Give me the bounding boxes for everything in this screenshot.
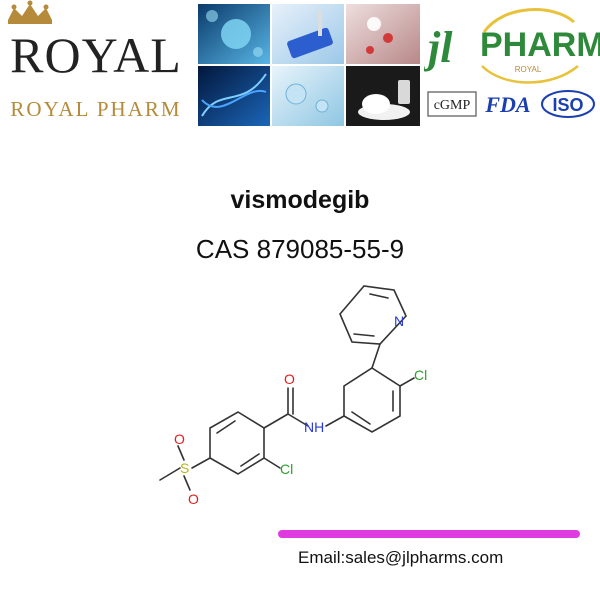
accent-bar xyxy=(278,530,580,538)
royal-brand: ROYAL xyxy=(10,27,182,83)
compound-name: vismodegib xyxy=(230,186,370,214)
royal-logo: ROYAL ROYAL PHARM xyxy=(8,0,182,121)
atom-s: S xyxy=(180,460,189,476)
atom-o-sulfonyl-bottom: O xyxy=(188,491,199,507)
atom-nh: NH xyxy=(304,419,324,435)
cgmp-badge: cGMP xyxy=(427,91,477,117)
virus-photo xyxy=(198,4,270,64)
test-tubes-photo xyxy=(272,4,344,64)
jl-brand-name: PHARM xyxy=(480,26,600,64)
jl-pharm-logo: jl PHARM ROYAL cGMP FDA ISO xyxy=(424,8,600,118)
contact-email: Email:sales@jlpharms.com xyxy=(298,548,504,567)
jl-sub: ROYAL xyxy=(515,65,542,74)
dna-photo xyxy=(198,66,270,126)
royal-tagline: ROYAL PHARM xyxy=(10,97,181,121)
powder-photo xyxy=(346,66,420,126)
iso-badge: ISO xyxy=(541,90,595,118)
jl-mark: jl xyxy=(424,23,453,72)
molecule-model-photo xyxy=(346,4,420,64)
cas-number: CAS 879085-55-9 xyxy=(195,234,405,264)
atom-cl-lower: Cl xyxy=(280,461,293,477)
chemical-structure: N Cl O NH Cl S O O xyxy=(159,285,427,507)
atom-o-sulfonyl-top: O xyxy=(174,431,185,447)
atom-cl-upper: Cl xyxy=(414,367,427,383)
svg-text:FDA: FDA xyxy=(484,92,530,117)
fda-badge: FDA xyxy=(484,92,530,117)
droplets-photo xyxy=(272,66,344,126)
bond-lines xyxy=(159,285,415,491)
photo-grid xyxy=(198,4,420,126)
svg-text:cGMP: cGMP xyxy=(434,98,471,113)
atom-o-carbonyl: O xyxy=(284,371,295,387)
atom-n: N xyxy=(394,313,404,329)
crown-icon xyxy=(8,0,52,24)
svg-text:ISO: ISO xyxy=(552,95,583,115)
